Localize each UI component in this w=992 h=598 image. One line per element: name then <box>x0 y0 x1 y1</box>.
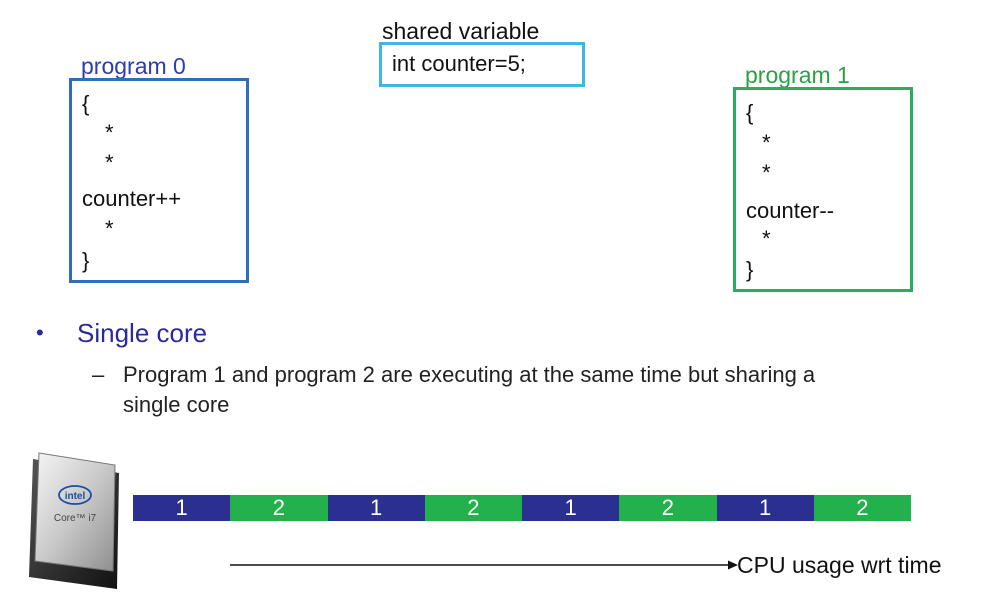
program-1-box: { * * counter-- * } <box>733 87 913 292</box>
timeline-segment-program-2: 2 <box>230 495 328 521</box>
bullet-single-core: Single core <box>77 318 208 348</box>
program-0-box: { * * counter++ * } <box>69 78 249 283</box>
timeline-segment-program-2: 2 <box>619 495 717 521</box>
shared-variable-title: shared variable <box>382 18 540 44</box>
program-1-close-brace: } <box>746 257 754 282</box>
program-1-step-3: * <box>762 226 771 251</box>
sub-bullet-line-2: single core <box>123 392 230 417</box>
timeline-segment-program-1: 1 <box>133 495 231 521</box>
program-0-close-brace: } <box>82 248 90 273</box>
sub-bullet-line-1: Program 1 and program 2 are executing at… <box>123 362 816 387</box>
program-0-counter-increment: counter++ <box>82 186 182 211</box>
program-1-open-brace: { <box>746 100 754 125</box>
shared-variable-code: int counter=5; <box>392 51 526 76</box>
program-0-open-brace: { <box>82 91 90 116</box>
time-axis-arrow <box>230 560 738 570</box>
svg-text:Core™ i7: Core™ i7 <box>54 513 97 524</box>
bullet-dot: • <box>36 320 44 345</box>
program-0-step-2: * <box>105 150 114 175</box>
program-0-step-3: * <box>105 216 114 241</box>
program-1-step-2: * <box>762 160 771 185</box>
program-1-step-1: * <box>762 130 771 155</box>
timeline-segment-program-2: 2 <box>424 495 522 521</box>
timeline-segment-program-2: 2 <box>813 495 911 521</box>
svg-text:intel: intel <box>65 491 86 502</box>
program-1-title: program 1 <box>745 62 850 88</box>
time-axis-label: CPU usage wrt time <box>737 552 942 578</box>
timeline-segment-program-1: 1 <box>716 495 814 521</box>
program-0-step-1: * <box>105 120 114 145</box>
cpu-chip-icon: intel Core™ i7 <box>25 445 125 590</box>
sub-bullet-dash: – <box>92 362 105 387</box>
program-0-title: program 0 <box>81 53 186 79</box>
timeline-segment-program-1: 1 <box>522 495 620 521</box>
program-1-counter-decrement: counter-- <box>746 198 835 223</box>
timeline-segment-program-1: 1 <box>327 495 425 521</box>
shared-variable-box: int counter=5; <box>379 42 585 87</box>
